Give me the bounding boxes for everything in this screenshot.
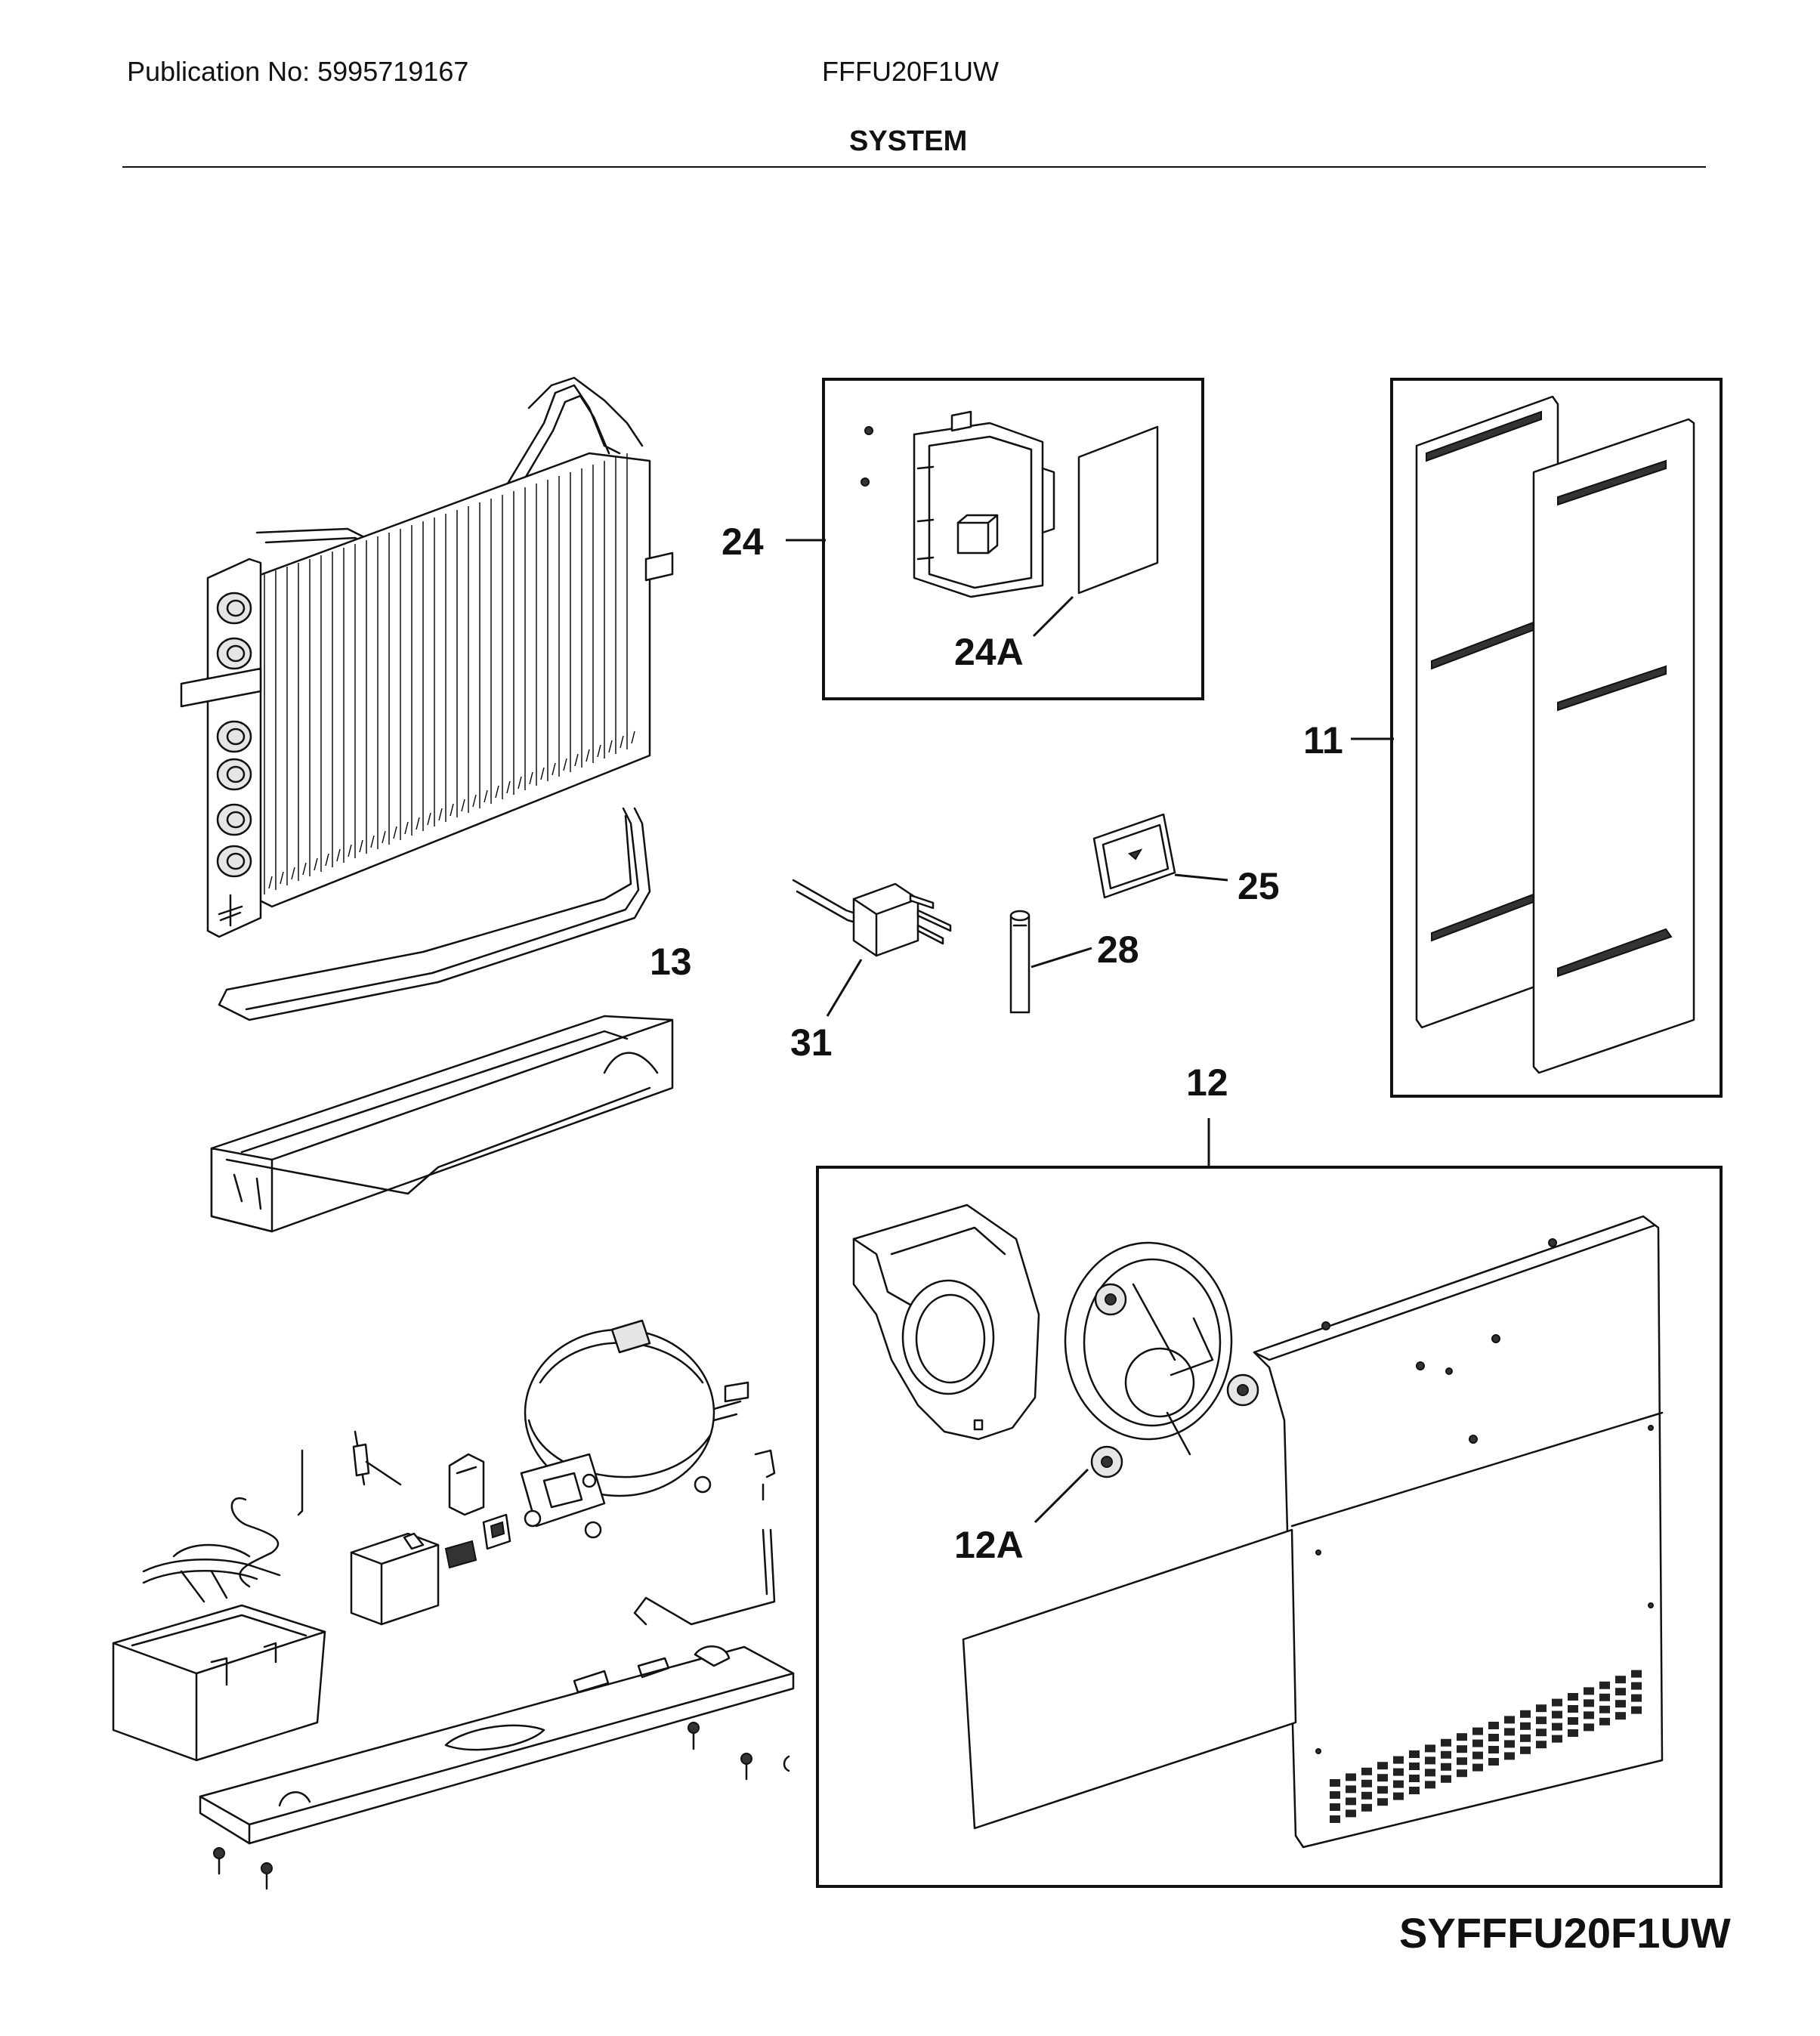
callout-28: 28 — [1097, 928, 1139, 971]
cardboard-cover[interactable] — [962, 1528, 1297, 1830]
filter-drier[interactable] — [352, 1430, 402, 1486]
leader-31 — [826, 959, 863, 1017]
defrost-heater[interactable] — [218, 807, 651, 1021]
control-box-label-sheet[interactable] — [1077, 425, 1159, 595]
leader-24a — [1032, 595, 1074, 638]
mounting-screws[interactable] — [213, 1722, 790, 1890]
suction-tube[interactable] — [633, 1449, 776, 1626]
compressor-relay[interactable] — [448, 1453, 485, 1516]
evaporator[interactable] — [180, 376, 674, 938]
connector-small-1[interactable] — [444, 1540, 477, 1569]
fan-shroud[interactable] — [852, 1203, 1040, 1441]
callout-31: 31 — [790, 1021, 833, 1064]
fan-motor-bracket[interactable] — [1064, 1241, 1259, 1478]
leader-25 — [1174, 873, 1228, 882]
rear-panel-louvers — [1330, 1670, 1642, 1823]
callout-24a: 24A — [954, 631, 1024, 673]
leader-12a — [1034, 1468, 1089, 1524]
callout-12a: 12A — [954, 1524, 1024, 1566]
box-12 — [816, 1166, 1723, 1888]
callout-25: 25 — [1238, 865, 1280, 907]
callout-13: 13 — [650, 941, 692, 983]
drain-tray[interactable] — [112, 1604, 326, 1762]
evaporator-coil-loops — [216, 592, 252, 878]
part-28-tube[interactable] — [1009, 910, 1031, 1014]
section-title: SYSTEM — [849, 125, 968, 157]
liner-panel-back[interactable] — [1415, 395, 1559, 1029]
compressor-base-rail[interactable] — [199, 1645, 795, 1845]
condenser-coil[interactable] — [142, 1543, 281, 1603]
capillary-tube[interactable] — [230, 1449, 304, 1588]
rear-access-panel[interactable] — [1253, 1215, 1664, 1849]
leader-28 — [1031, 947, 1092, 969]
callout-11: 11 — [1303, 719, 1343, 762]
drain-pan[interactable] — [210, 1015, 674, 1233]
header-rule — [122, 166, 1706, 168]
compressor-overload[interactable] — [350, 1532, 440, 1626]
liner-panel-front[interactable] — [1532, 418, 1695, 1074]
publication-number: Publication No: 5995719167 — [127, 56, 469, 87]
part-25-cover[interactable] — [1092, 813, 1176, 899]
model-number: FFFU20F1UW — [822, 56, 999, 87]
connector-small-2[interactable] — [482, 1513, 511, 1550]
diagram-code: SYFFFU20F1UW — [1399, 1909, 1731, 1957]
callout-12: 12 — [1186, 1061, 1228, 1104]
callout-24: 24 — [722, 521, 764, 563]
power-cord[interactable] — [792, 879, 952, 957]
compressor[interactable] — [520, 1319, 749, 1539]
control-box[interactable] — [861, 410, 1055, 598]
